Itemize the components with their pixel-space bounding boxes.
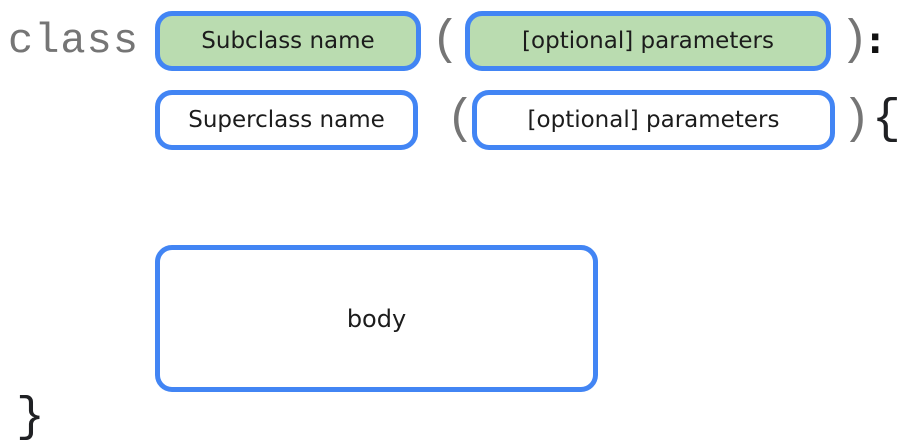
open-brace-symbol: { — [872, 93, 901, 147]
open-paren-line1: ( — [431, 14, 460, 68]
close-paren-line1: ) — [840, 14, 869, 68]
parameters-box-line2: [optional] parameters — [472, 90, 835, 150]
parameters-label-line2: [optional] parameters — [527, 107, 780, 133]
parameters-box-line1: [optional] parameters — [465, 11, 831, 71]
close-brace-symbol: } — [16, 391, 45, 445]
close-paren-line2: ) — [842, 93, 871, 147]
body-box: body — [155, 245, 598, 392]
parameters-label-line1: [optional] parameters — [522, 28, 774, 54]
superclass-name-box: Superclass name — [155, 90, 418, 150]
open-paren-line2: ( — [446, 93, 475, 147]
superclass-name-label: Superclass name — [188, 107, 385, 133]
body-label: body — [346, 304, 407, 333]
subclass-name-label: Subclass name — [201, 28, 375, 54]
subclass-name-box: Subclass name — [155, 11, 421, 71]
colon-symbol: : — [868, 20, 883, 62]
class-keyword: class — [8, 17, 140, 65]
